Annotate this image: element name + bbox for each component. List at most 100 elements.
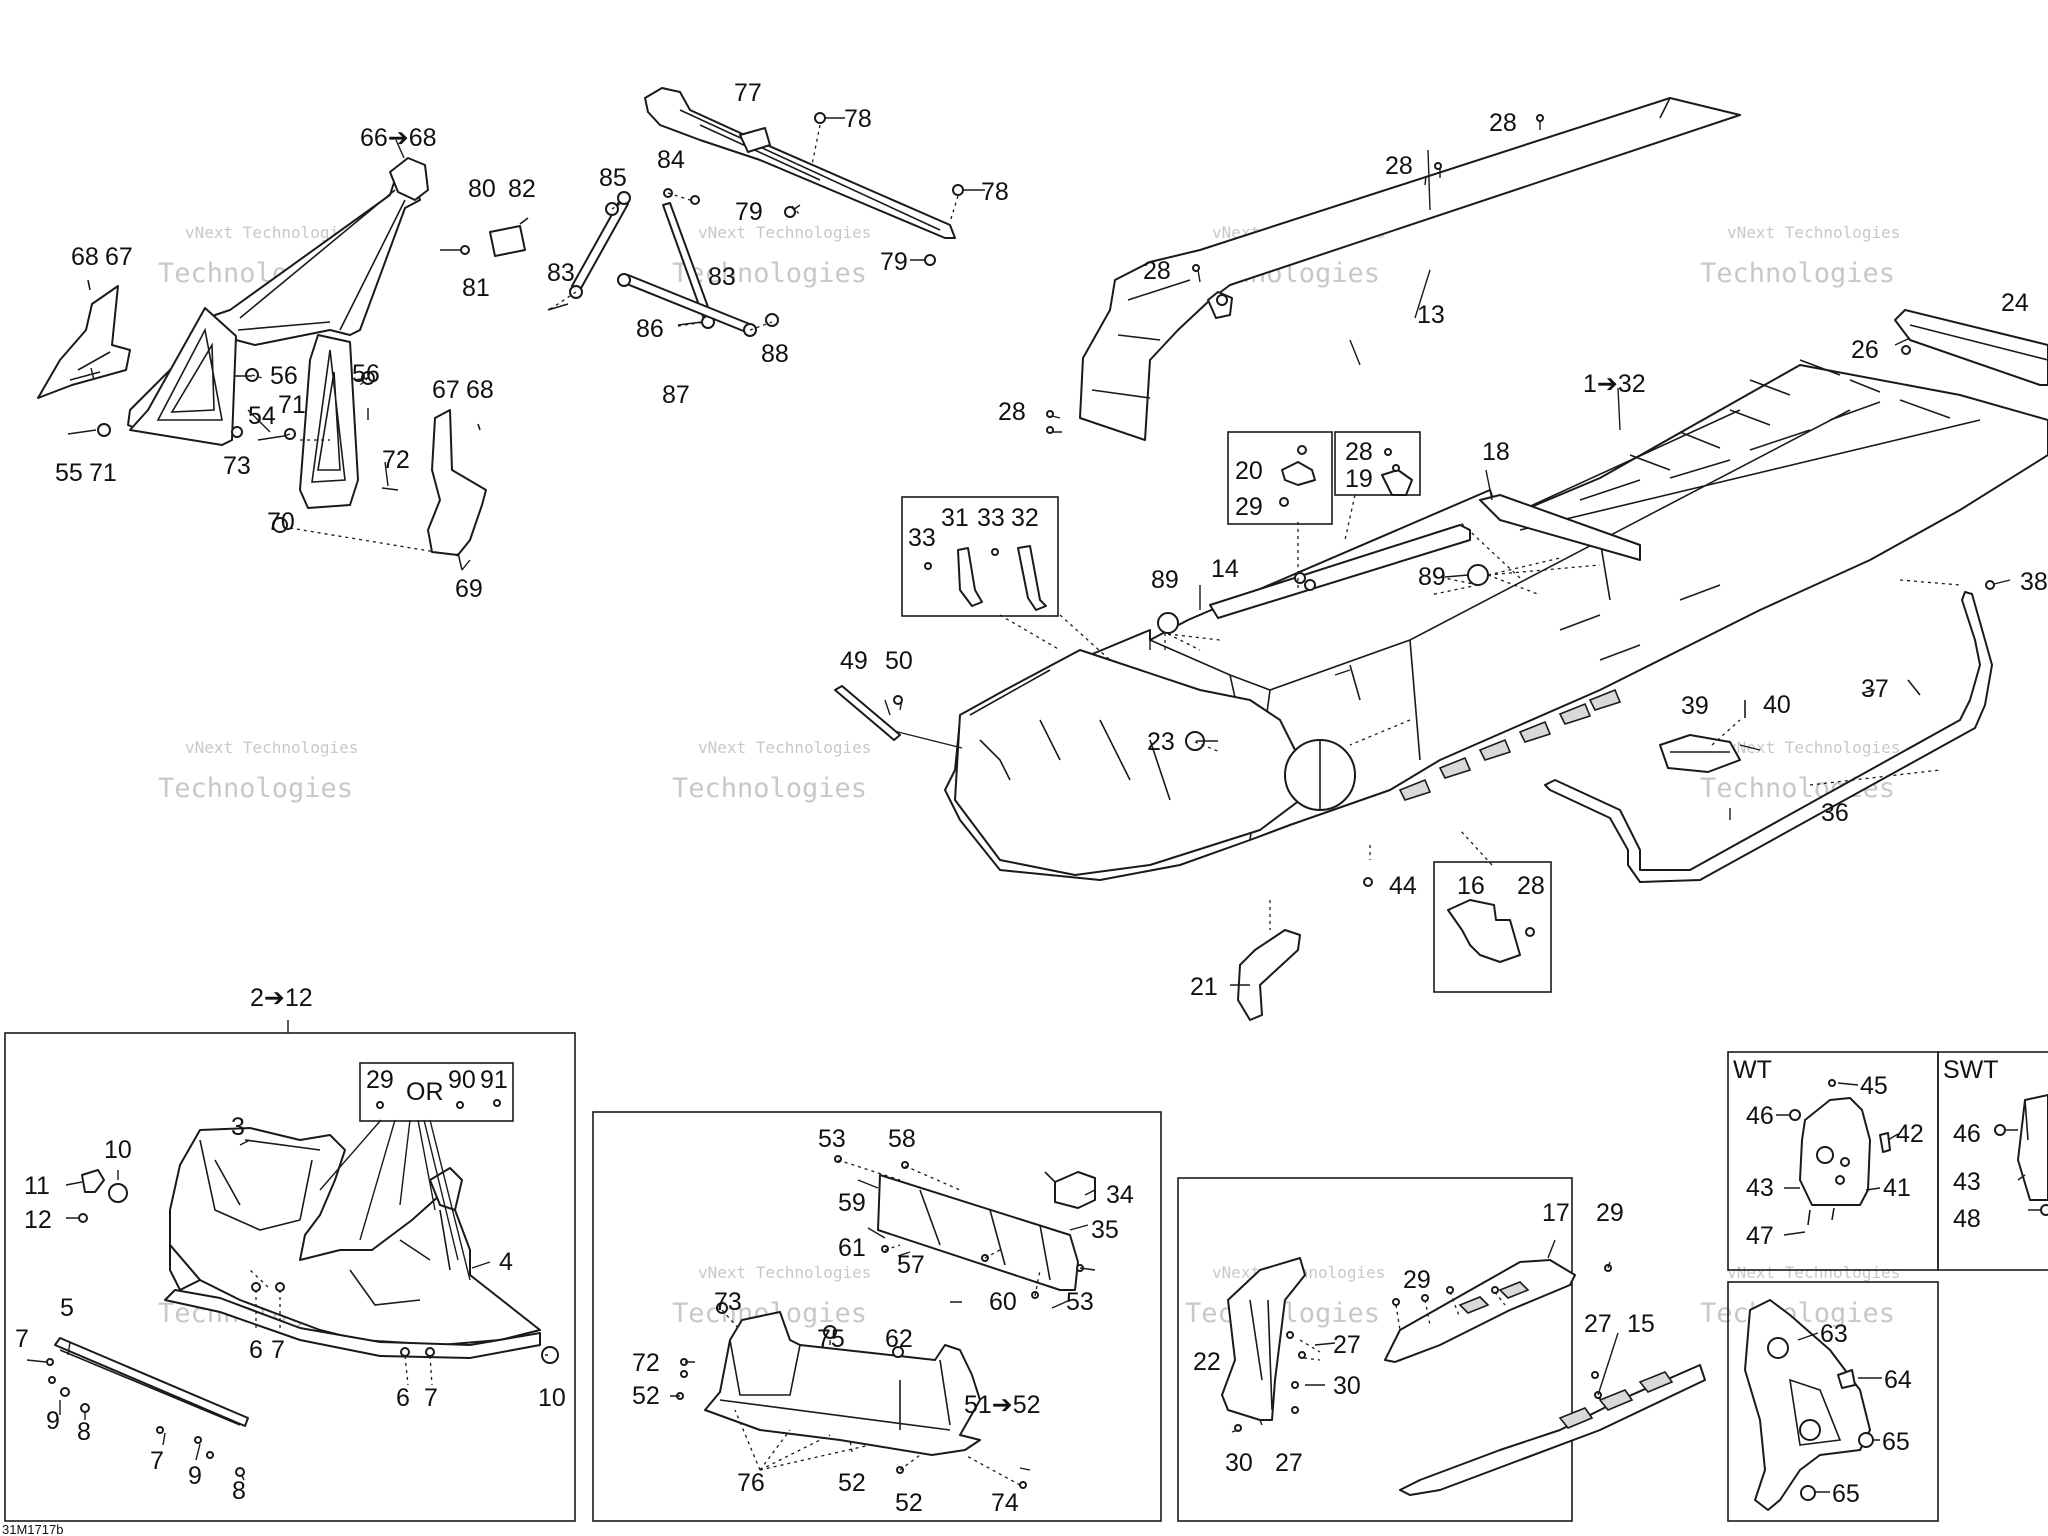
callout-43: 43 <box>1746 1174 1774 1202</box>
callout-18: 18 <box>1482 438 1510 466</box>
callout-6: 6 <box>396 1384 410 1412</box>
watermark-line2: Technologies <box>158 773 353 804</box>
callout-80: 80 <box>468 175 496 203</box>
strut-49 <box>834 685 901 741</box>
callout-28: 28 <box>1143 257 1171 285</box>
callout-40: 40 <box>1763 691 1791 719</box>
bracket-39 <box>1659 734 1741 773</box>
callout-8: 8 <box>77 1418 91 1446</box>
callout-58: 58 <box>888 1125 916 1153</box>
callout-33: 33 <box>977 504 1005 532</box>
callout-22: 22 <box>1193 1348 1221 1376</box>
callout-46: 46 <box>1746 1102 1774 1130</box>
callout-7: 7 <box>150 1447 164 1475</box>
callout-54: 54 <box>248 402 276 430</box>
callout-29: 29 <box>1596 1199 1624 1227</box>
chassis-assembly <box>834 97 2048 1021</box>
or-box <box>359 1062 514 1122</box>
callout-27: 27 <box>1333 1331 1361 1359</box>
callout-77: 77 <box>734 79 762 107</box>
detail-box-2-12 <box>4 1032 576 1522</box>
callout-21: 21 <box>1190 973 1218 1001</box>
left-gusset-plate <box>129 307 237 446</box>
callout-59: 59 <box>838 1189 866 1217</box>
callout-50: 50 <box>885 647 913 675</box>
callout-79: 79 <box>880 248 908 276</box>
callout-91: 91 <box>480 1066 508 1094</box>
callout-52: 52 <box>895 1489 923 1517</box>
callout-74: 74 <box>991 1489 1019 1517</box>
callout-4: 4 <box>499 1248 513 1276</box>
bracket-22 <box>1221 1257 1306 1421</box>
callout-43: 43 <box>1953 1168 1981 1196</box>
callout-30: 30 <box>1333 1372 1361 1400</box>
callout-62: 62 <box>885 1325 913 1353</box>
callout-34: 34 <box>1106 1181 1134 1209</box>
callout-55: 55 <box>55 459 83 487</box>
callout-85: 85 <box>599 164 627 192</box>
callout-89: 89 <box>1151 566 1179 594</box>
callout-72: 72 <box>382 446 410 474</box>
callout-16: 16 <box>1457 872 1485 900</box>
callout-labels: 66➔68 68 67 56 56 71 54 73 55 71 72 70 6… <box>2 79 2048 1536</box>
callout-6: 6 <box>249 1336 263 1364</box>
callout-24: 24 <box>2001 289 2029 317</box>
callout-7: 7 <box>424 1384 438 1412</box>
callout-79: 79 <box>735 198 763 226</box>
callout-19: 19 <box>1345 465 1373 493</box>
crossmember-5 <box>54 1337 249 1427</box>
callout-41: 41 <box>1883 1174 1911 1202</box>
grommet-89 <box>1467 564 1489 586</box>
callout-63: 63 <box>1820 1320 1848 1348</box>
callout-61: 61 <box>838 1234 866 1262</box>
callout-88: 88 <box>761 340 789 368</box>
callout-20: 20 <box>1235 457 1263 485</box>
callout-57: 57 <box>897 1251 925 1279</box>
wt-swt-bracket-assembly <box>1727 1051 2048 1522</box>
watermark-line1: vNext Technologies <box>1727 738 1900 757</box>
rear-frame-51 <box>704 1311 981 1456</box>
callout-26: 26 <box>1851 336 1879 364</box>
rail-14 <box>1209 524 1471 619</box>
watermark-line1: vNext Technologies <box>185 738 358 757</box>
callout-86: 86 <box>636 315 664 343</box>
callout-37: 37 <box>1861 675 1889 703</box>
callout-30: 30 <box>1225 1449 1253 1477</box>
callout-75: 75 <box>817 1325 845 1353</box>
detail-box-16-28 <box>1433 861 1552 993</box>
watermark-line1: vNext Technologies <box>1727 223 1900 242</box>
callout-71: 71 <box>89 459 117 487</box>
rear-rack-24 <box>1894 309 2048 386</box>
part-18 <box>1479 494 1641 561</box>
callout-56: 56 <box>270 362 298 390</box>
callout-82: 82 <box>508 175 536 203</box>
bracket-41 <box>1799 1097 1871 1206</box>
footrest-17 <box>1384 1259 1576 1363</box>
callout-64: 64 <box>1884 1366 1912 1394</box>
callout-78: 78 <box>981 178 1009 206</box>
callout-11: 11 <box>24 1172 50 1200</box>
callout-66: 66➔68 <box>360 124 437 152</box>
callout-48: 48 <box>1953 1205 1981 1233</box>
callout-10: 10 <box>104 1136 132 1164</box>
callout-27: 27 <box>1584 1310 1612 1338</box>
callout-71: 71 <box>278 391 306 419</box>
callout-28: 28 <box>1345 438 1373 466</box>
callout-44: 44 <box>1389 872 1417 900</box>
callout-27: 27 <box>1275 1449 1303 1477</box>
callout-83: 83 <box>708 263 736 291</box>
callout-51: 51➔52 <box>964 1391 1041 1419</box>
callout-35: 35 <box>1091 1216 1119 1244</box>
callout-39: 39 <box>1681 692 1709 720</box>
callout-14: 14 <box>1211 555 1239 583</box>
callout-9: 9 <box>188 1462 202 1490</box>
callout-47: 47 <box>1746 1222 1774 1250</box>
callout-78: 78 <box>844 105 872 133</box>
callout-2: 2➔12 <box>250 984 313 1012</box>
callout-7: 7 <box>271 1336 285 1364</box>
callout-73: 73 <box>714 1288 742 1316</box>
callout-65: 65 <box>1882 1428 1910 1456</box>
wt-title: WT <box>1733 1056 1772 1084</box>
callout-68: 68 <box>71 243 99 271</box>
